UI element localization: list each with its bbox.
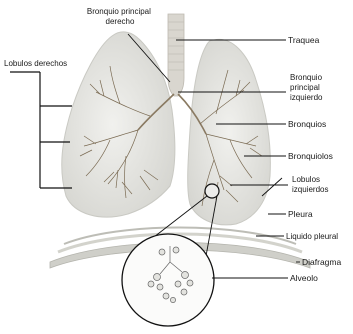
- label-traquea: Traquea: [288, 35, 320, 45]
- label-lobulos-izquierdos: Lobulos izquierdos: [292, 175, 328, 194]
- label-bronquio-principal-derecho: Bronquio principal derecho: [87, 7, 153, 26]
- label-diafragma: Diafragma: [302, 257, 341, 267]
- label-pleura: Pleura: [288, 209, 313, 219]
- right-lung: [62, 32, 175, 217]
- zoom-circle-large: [122, 234, 214, 326]
- label-bronquiolos: Bronquiolos: [288, 151, 333, 161]
- zoom-circle-small: [205, 184, 219, 198]
- left-lung: [188, 39, 271, 224]
- label-bronquios: Bronquios: [288, 119, 326, 129]
- label-lobulos-derechos: Lobulos derechos: [4, 59, 67, 68]
- trachea: [168, 14, 184, 96]
- label-bronquio-principal-izquierdo: Bronquio principal izquierdo: [290, 73, 324, 102]
- label-liquido-pleural: Liquido pleural: [286, 232, 338, 241]
- label-alveolo: Alveolo: [290, 273, 318, 283]
